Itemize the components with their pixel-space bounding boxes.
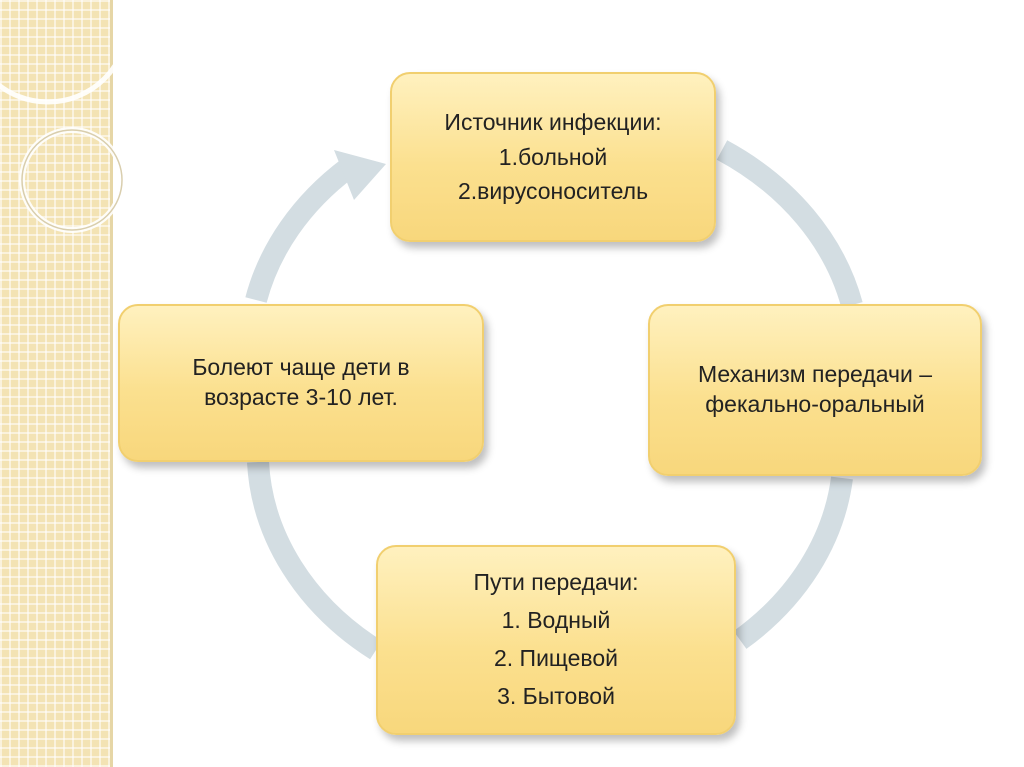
affected-age-line: возрасте 3-10 лет.	[204, 384, 398, 410]
cycle-arc-bottom-right	[733, 476, 853, 649]
transmission-paths-box: Пути передачи: 1. Водный 2. Пищевой 3. Б…	[376, 545, 736, 735]
transmission-mechanism-box: Механизм передачи – фекально-оральный	[648, 304, 982, 476]
transmission-mechanism-line: Механизм передачи –	[697, 361, 933, 388]
cycle-arc-top-right	[716, 140, 863, 308]
infection-source-item: 1.больной	[498, 143, 608, 170]
side-panel-edge	[110, 0, 113, 767]
infection-source-item: 2.вирусоноситель	[457, 178, 649, 205]
transmission-path-item: 3. Бытовой	[497, 682, 615, 709]
transmission-paths-title: Пути передачи:	[473, 569, 639, 596]
affected-age-box: Болеют чаще дети в возрасте 3-10 лет.	[118, 304, 484, 462]
decorative-rings	[0, 0, 131, 233]
cycle-arc-top-left	[245, 159, 355, 303]
decorative-side-panel	[0, 0, 112, 767]
transmission-mechanism-line: фекально-оральный	[705, 391, 925, 417]
infection-source-title: Источник инфекции:	[444, 109, 662, 136]
transmission-path-item: 1. Водный	[501, 607, 611, 634]
cycle-arc-bottom-left	[247, 461, 382, 660]
infection-source-box: Источник инфекции: 1.больной 2.вирусонос…	[390, 72, 716, 242]
affected-age-line: Болеют чаще дети в	[192, 354, 410, 381]
transmission-path-item: 2. Пищевой	[493, 645, 618, 671]
cycle-arrowhead	[334, 150, 386, 200]
